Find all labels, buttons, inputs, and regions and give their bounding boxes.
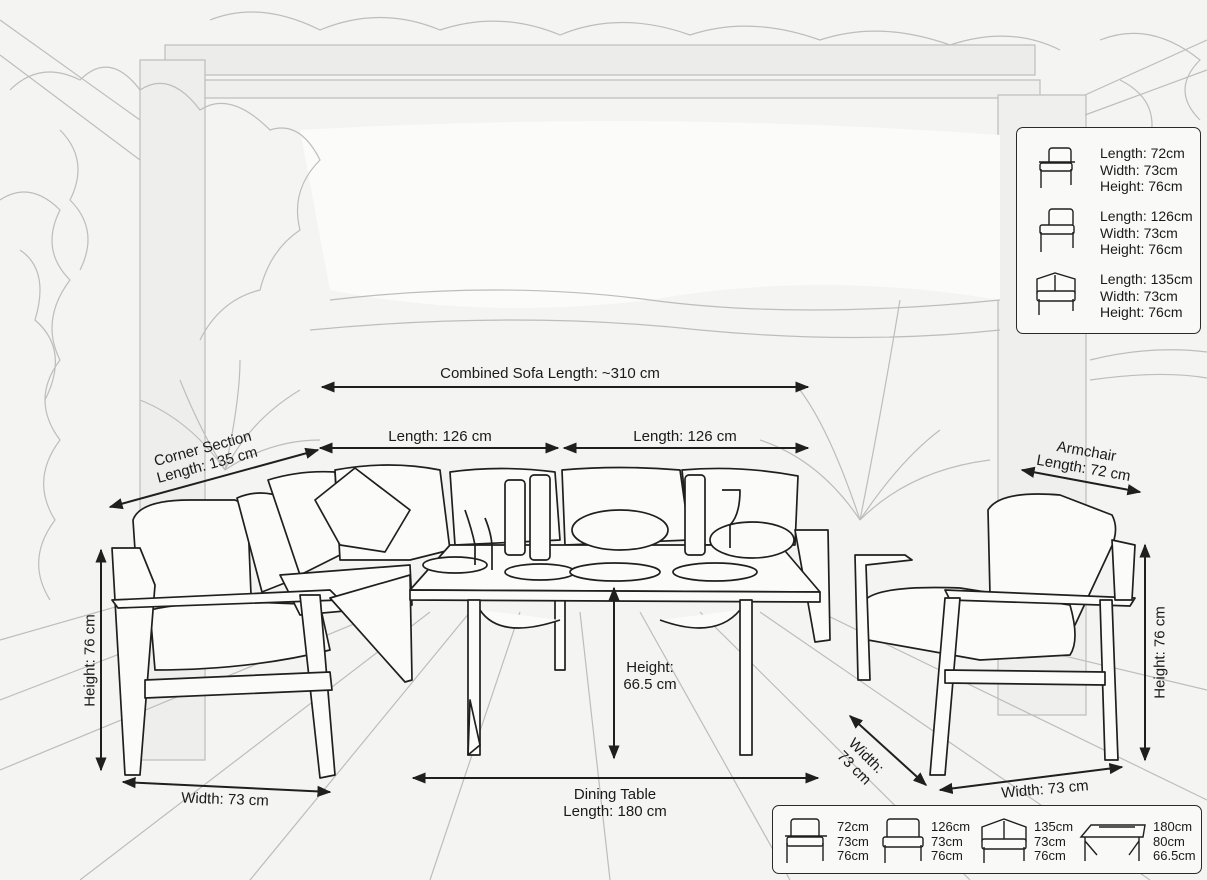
armchair-depth-arrow [848,715,928,786]
sofa-right-length-label: Length: 126 cm [633,428,737,445]
table-height-label: Height: 66.5 cm [623,659,677,693]
corner-section-arrow [108,447,320,510]
spec-panel: Length: 72cm Width: 73cm Height: 76cm Le… [1016,127,1201,334]
armchair-length-arrow [1020,466,1142,496]
summary-item-dining-table: 180cm 80cm 66.5cm [1077,806,1201,872]
spec-row-corner-section: Length: 135cm Width: 73cm Height: 76cm [1017,259,1200,320]
sofa-section-icon [882,818,924,863]
summary-text-armchair: 72cm 73cm 76cm [837,819,869,863]
armchair-icon [1039,147,1075,188]
sofa-left-length-label: Length: 126 cm [388,428,492,445]
sofa-section-icon [1039,208,1075,252]
summary-panel: 72cm 73cm 76cm 126cm 73cm 76cm 135cm 73c… [772,805,1202,874]
spec-text-armchair: Length: 72cm Width: 73cm Height: 76cm [1100,145,1185,194]
spec-row-armchair: Length: 72cm Width: 73cm Height: 76cm [1017,133,1200,194]
armchair-height-label: Height: 76 cm [1151,606,1169,699]
dining-table-label: Dining Table Length: 180 cm [563,786,667,820]
dimension-lines [95,381,1151,797]
armchair [854,493,1136,776]
corner-section-icon [981,818,1027,863]
spec-text-sofa-section: Length: 126cm Width: 73cm Height: 76cm [1100,208,1193,257]
summary-text-sofa-section: 126cm 73cm 76cm [931,819,971,863]
summary-item-armchair: 72cm 73cm 76cm [781,806,881,872]
spec-row-sofa-section: Length: 126cm Width: 73cm Height: 76cm [1017,196,1200,257]
spec-text-corner-section: Length: 135cm Width: 73cm Height: 76cm [1100,271,1193,320]
armchair-icon [785,818,827,863]
combined-sofa-label: Combined Sofa Length: ~310 cm [440,365,660,382]
corner-section-icon [1036,272,1076,315]
summary-text-dining-table: 180cm 80cm 66.5cm [1153,819,1196,863]
armchair-width-arrow [938,763,1124,794]
dining-table-icon [1079,824,1146,861]
summary-item-sofa-section: 126cm 73cm 76cm [879,806,979,872]
left-height-label: Height: 76 cm [81,614,99,707]
summary-item-corner-section: 135cm 73cm 76cm [978,806,1078,872]
summary-text-corner-section: 135cm 73cm 76cm [1034,819,1074,863]
left-width-arrow [121,777,332,797]
dining-table [409,474,821,756]
